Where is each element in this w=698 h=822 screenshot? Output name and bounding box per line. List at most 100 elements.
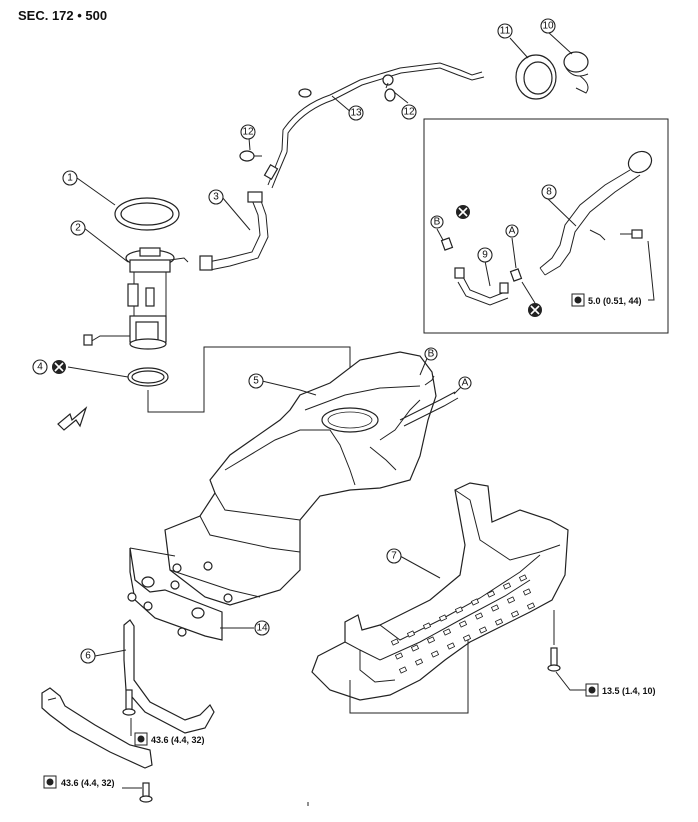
fuel-filler-tube-8 xyxy=(539,150,653,276)
underguard-hole xyxy=(414,658,424,666)
underguard-hole xyxy=(474,612,484,620)
callout-letter-a-main: A xyxy=(458,376,472,390)
filler-hose-clamp-a xyxy=(509,268,523,282)
tank-shield-14 xyxy=(129,547,233,641)
svg-text:9: 9 xyxy=(482,250,488,261)
underguard-hole xyxy=(422,622,432,630)
evap-vent-tube xyxy=(263,62,485,189)
leader-1 xyxy=(76,177,116,206)
underguard-bolt-reference xyxy=(349,640,469,714)
svg-text:A: A xyxy=(462,378,469,389)
not-reusable-mark-icon xyxy=(528,303,542,317)
o-ring-4 xyxy=(127,367,169,387)
callout-10: 10 xyxy=(540,18,556,34)
not-reusable-mark-icon xyxy=(456,205,470,219)
filler-hose-clamp-b xyxy=(440,237,454,251)
section-header: SEC. 172 • 500 xyxy=(18,8,108,23)
leader-6 xyxy=(94,649,127,657)
underguard-holes xyxy=(390,574,536,674)
callout-letter-a-inset: A xyxy=(505,224,519,238)
leader-b-main xyxy=(419,355,429,376)
leader-2 xyxy=(83,227,129,263)
callout-13: 13 xyxy=(348,105,364,121)
leader-3 xyxy=(221,196,251,231)
torque-spec-3: 43.6 (4.4, 32) xyxy=(134,732,205,746)
strap-bolt-upper xyxy=(122,689,136,716)
svg-text:13.5 (1.4, 10): 13.5 (1.4, 10) xyxy=(602,686,656,696)
callout-9: 9 xyxy=(477,247,493,263)
svg-text:13: 13 xyxy=(350,108,362,119)
leader-7 xyxy=(399,555,441,579)
underguard-hole xyxy=(446,642,456,650)
svg-text:6: 6 xyxy=(85,651,91,662)
leader-10 xyxy=(547,31,573,55)
leader-13 xyxy=(331,95,353,114)
leader-b-inset xyxy=(436,228,444,241)
svg-text:12: 12 xyxy=(242,127,254,138)
callout-2: 2 xyxy=(70,220,86,236)
svg-text:7: 7 xyxy=(391,551,397,562)
svg-text:12: 12 xyxy=(403,107,415,118)
callout-3: 3 xyxy=(208,189,224,205)
svg-text:43.6 (4.4, 32): 43.6 (4.4, 32) xyxy=(151,735,205,745)
filler-cap-gasket-11 xyxy=(515,54,557,100)
underguard-hole xyxy=(426,636,436,644)
callout-letter-b-inset: B xyxy=(430,215,444,229)
filler-cap-10 xyxy=(563,51,589,94)
filler-hose-9 xyxy=(454,267,509,306)
underguard-hole xyxy=(430,650,440,658)
svg-text:14: 14 xyxy=(256,623,268,634)
leader-5 xyxy=(261,380,317,396)
leader-4 xyxy=(67,366,129,378)
torque-spec-4: 43.6 (4.4, 32) xyxy=(43,775,115,789)
filler-tube-inset-frame xyxy=(423,118,669,334)
svg-text:11: 11 xyxy=(500,26,511,37)
underguard-hole xyxy=(518,574,528,582)
filler-tube-bolt xyxy=(620,229,643,239)
shield-bolts xyxy=(127,592,187,637)
underguard-bolt xyxy=(547,647,561,672)
callout-4: 4 xyxy=(32,359,48,375)
svg-text:1: 1 xyxy=(67,173,73,184)
leader-a-inset xyxy=(511,237,517,269)
underguard-hole xyxy=(394,652,404,660)
svg-text:4: 4 xyxy=(37,362,43,373)
hose-clip-12a xyxy=(239,150,262,162)
svg-text:B: B xyxy=(434,217,441,228)
underguard-hole xyxy=(490,604,500,612)
underguard-hole xyxy=(406,630,416,638)
underguard-hole xyxy=(462,634,472,642)
front-arrow-icon xyxy=(57,406,88,431)
hose-clip-12b xyxy=(384,82,396,102)
underguard-hole xyxy=(486,590,496,598)
callout-14: 14 xyxy=(254,620,270,636)
underguard-hole xyxy=(510,610,520,618)
leader-bolt xyxy=(647,240,655,301)
underguard-hole xyxy=(526,602,536,610)
underguard-hole xyxy=(502,582,512,590)
underguard-hole xyxy=(494,618,504,626)
leader-8 xyxy=(547,198,577,227)
callout-12b: 12 xyxy=(401,104,417,120)
leader-11 xyxy=(509,37,529,59)
callout-6: 6 xyxy=(80,648,96,664)
leader-9 xyxy=(484,260,491,287)
svg-text:A: A xyxy=(509,226,516,237)
strap-bolt-lower xyxy=(139,782,153,803)
callout-8: 8 xyxy=(541,184,557,200)
callout-11: 11 xyxy=(497,23,513,39)
lock-ring-1 xyxy=(114,197,180,231)
svg-text:B: B xyxy=(428,349,435,360)
leader-not-reusable-a xyxy=(521,281,536,304)
underguard-hole xyxy=(522,588,532,596)
torque-spec-2: 13.5 (1.4, 10) xyxy=(585,683,656,697)
fuel-tank-5 xyxy=(164,351,459,606)
svg-text:5: 5 xyxy=(253,376,259,387)
svg-text:10: 10 xyxy=(542,21,554,32)
callout-5: 5 xyxy=(248,373,264,389)
fuel-hose-3 xyxy=(199,191,269,271)
leader-12b xyxy=(393,91,409,104)
underguard-hole xyxy=(470,598,480,606)
